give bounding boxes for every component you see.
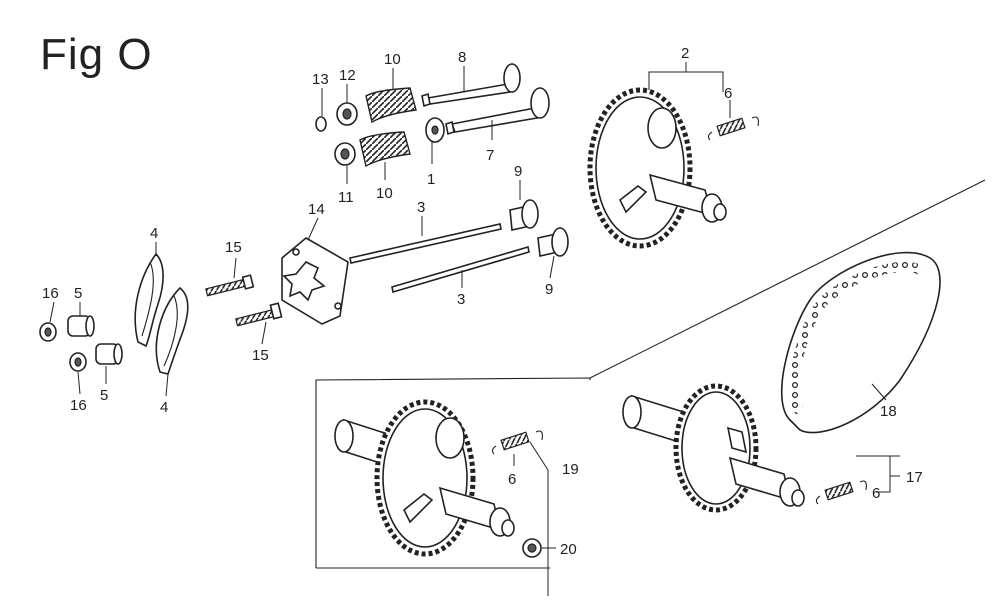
callout-10-top: 10 <box>384 51 401 68</box>
callout-6-right: 6 <box>872 485 880 502</box>
callout-8: 8 <box>458 49 466 66</box>
section-divider-line <box>589 179 986 379</box>
callout-3-top: 3 <box>417 199 425 216</box>
callout-5-bottom: 5 <box>100 387 108 404</box>
callout-6-top: 6 <box>724 85 732 102</box>
push-rod-lower <box>391 245 530 294</box>
rocker-arm-4-upper <box>134 252 164 348</box>
washer-20 <box>522 538 542 558</box>
spring-retainer-11 <box>334 142 356 166</box>
callout-9-bottom: 9 <box>545 281 553 298</box>
exhaust-valve <box>421 63 521 108</box>
callout-9-top: 9 <box>514 163 522 180</box>
valve-seal-1 <box>425 117 445 143</box>
adjuster-nut-5-upper <box>67 315 95 337</box>
callout-3-bottom: 3 <box>457 291 465 308</box>
callout-5-top: 5 <box>74 285 82 302</box>
push-rod-upper <box>349 223 502 264</box>
camshaft-gear-assembly-2 <box>587 87 727 249</box>
decompressor-spring-6-top <box>707 116 759 141</box>
rocker-arm-plate-14 <box>281 237 349 325</box>
callout-1: 1 <box>427 171 435 188</box>
callout-4-bottom: 4 <box>160 399 168 416</box>
callout-16-bottom: 16 <box>70 397 87 414</box>
callout-labels: 2 6 8 7 1 10 10 12 13 11 9 9 3 3 14 15 1… <box>42 45 923 558</box>
camshaft-assembly-17 <box>622 383 805 513</box>
callout-16-top: 16 <box>42 285 59 302</box>
callout-15-bottom: 15 <box>252 347 269 364</box>
callout-4-top: 4 <box>150 225 158 242</box>
callout-11: 11 <box>338 189 354 206</box>
valve-spring-upper <box>365 87 417 124</box>
rocker-pivot-bolt-15-upper <box>205 274 255 297</box>
valve-spring-lower <box>359 131 411 168</box>
callout-18: 18 <box>880 403 897 420</box>
leader-lines <box>49 62 900 596</box>
lock-nut-16-lower <box>69 352 87 372</box>
rocker-arm-4-lower <box>155 286 189 375</box>
intake-valve <box>445 87 550 136</box>
callout-19: 19 <box>562 461 579 478</box>
timing-belt-18 <box>781 251 941 434</box>
callout-6-inset: 6 <box>508 471 516 488</box>
callout-7: 7 <box>486 147 494 164</box>
decompressor-spring-6-inset <box>491 430 543 455</box>
rocker-pivot-bolt-15-lower <box>235 302 283 327</box>
decompressor-spring-6-right <box>815 480 867 505</box>
callout-17: 17 <box>906 469 923 486</box>
inset-frame <box>315 377 591 569</box>
callout-14: 14 <box>308 201 325 218</box>
callout-10-bottom: 10 <box>376 185 393 202</box>
figure-title: Fig O <box>40 30 153 79</box>
callout-13: 13 <box>312 71 329 88</box>
adjuster-nut-5-lower <box>95 343 123 365</box>
spring-retainer-12 <box>336 102 358 126</box>
callout-20: 20 <box>560 541 577 558</box>
camshaft-assembly-19 <box>334 399 515 557</box>
tappet-9-upper <box>509 199 539 231</box>
callout-15-top: 15 <box>225 239 242 256</box>
callout-2: 2 <box>681 45 689 62</box>
lock-nut-16-upper <box>39 322 57 342</box>
callout-12: 12 <box>339 67 356 84</box>
valve-cotter-13 <box>315 116 327 132</box>
tappet-9-lower <box>537 227 569 257</box>
